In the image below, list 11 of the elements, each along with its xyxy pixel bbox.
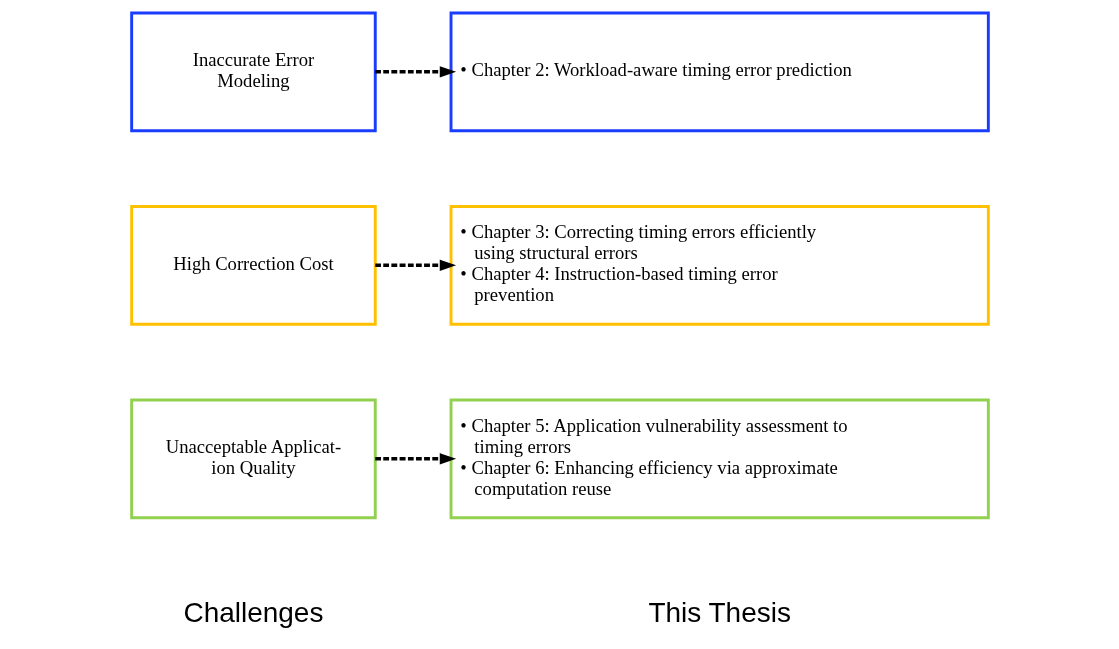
node-box: • Chapter 3: Correcting timing errors efficiently using structural errors • Chapter 4: Instruction-based timing error prevention: [449, 205, 990, 326]
node-box: • Chapter 5: Application vulnerability assessment to timing errors • Chapter 6: Enhancing efficiency via approximate computation reuse: [449, 398, 990, 520]
arrow: [374, 66, 456, 78]
arrow: [374, 453, 456, 465]
label: This Thesis: [647, 597, 791, 629]
node-box: Inaccurate Error Modeling: [129, 11, 377, 133]
arrow: [374, 259, 456, 272]
node-box: • Chapter 2: Workload-aware timing error prediction: [449, 11, 990, 133]
label: Challenges: [182, 597, 323, 629]
node-box: Unacceptable Applicat- ion Quality: [129, 398, 377, 520]
node-box: High Correction Cost: [129, 205, 377, 326]
